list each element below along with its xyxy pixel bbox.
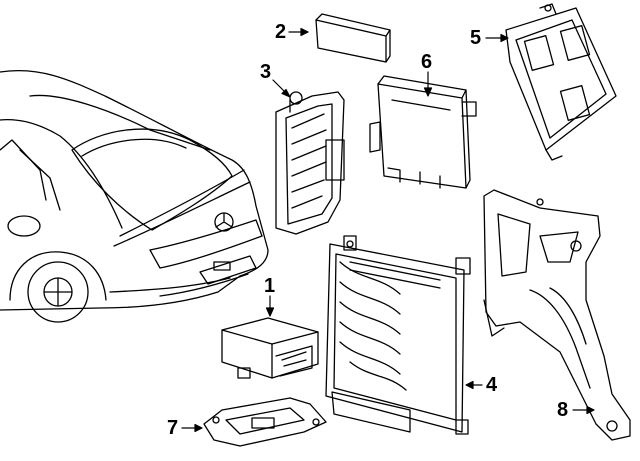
part-1-airbag-module: [221, 317, 319, 379]
callout-leaders: [181, 27, 595, 433]
part-7-mounting-bracket: [203, 397, 327, 447]
callout-8: 8: [557, 399, 569, 421]
callout-6: 6: [421, 51, 433, 73]
part-5-bracket-plate: [505, 3, 617, 161]
callout-3: 3: [260, 61, 272, 83]
part-3-bracket: [275, 91, 345, 235]
vehicle-rear-illustration: [0, 69, 269, 323]
part-4-engine-control-module: [325, 235, 471, 435]
part-6-control-unit: [369, 75, 477, 189]
callout-7: 7: [167, 417, 179, 439]
callout-4: 4: [486, 374, 498, 396]
callout-2: 2: [275, 21, 287, 43]
callout-5: 5: [470, 27, 482, 49]
callout-1: 1: [264, 275, 276, 297]
part-2-module: [315, 13, 391, 63]
part-8-support-bracket: [483, 189, 631, 441]
